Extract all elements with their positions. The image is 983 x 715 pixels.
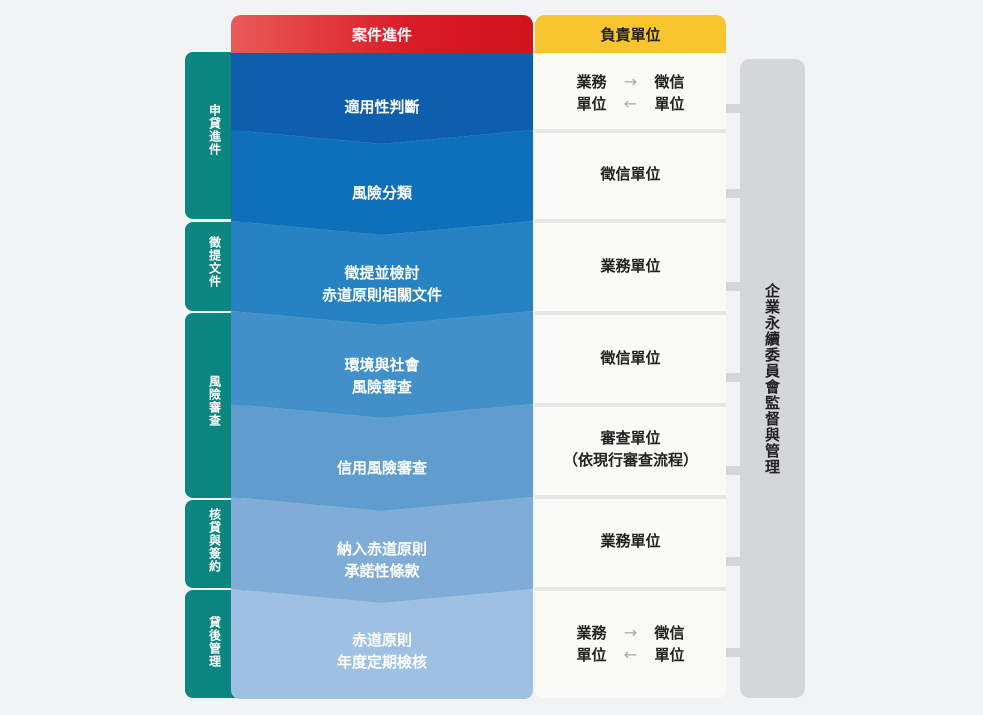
unit-text: 審查單位 (600, 429, 661, 447)
step-shape (231, 53, 533, 144)
connector (726, 104, 742, 113)
unit-text: 業務 (576, 73, 607, 91)
arrow-right-icon: → (623, 72, 638, 91)
committee-panel: 企業永續委員會監督與管理 (740, 59, 805, 698)
responsible-row-2: 徵信單位 (600, 165, 661, 183)
phase-label: 申貸進件 (207, 104, 222, 156)
connector (726, 189, 742, 198)
step-shape (231, 221, 533, 325)
responsible-row-5: 審查單位 （依現行審查流程） (535, 427, 726, 471)
connector (726, 648, 742, 657)
phase-label: 徵提文件 (207, 236, 222, 288)
arrow-left-icon: ← (623, 645, 638, 664)
arrow-right-icon: → (623, 623, 638, 642)
unit-text: 徵信 (654, 624, 685, 642)
step-env-social-review: 環境與社會 風險審查 (231, 354, 533, 398)
step-credit-review: 信用風險審查 (231, 457, 533, 479)
unit-text: 單位 (654, 646, 685, 664)
row-divider (535, 403, 726, 407)
step-documents: 徵提並檢討 赤道原則相關文件 (231, 262, 533, 306)
step-line: 信用風險審查 (336, 459, 427, 477)
step-line: 赤道原則相關文件 (321, 286, 442, 304)
process-header: 案件進件 (231, 15, 533, 53)
step-suitability: 適用性判斷 (231, 96, 533, 118)
step-line: 赤道原則 (351, 631, 412, 649)
row-divider (535, 587, 726, 591)
responsible-row-7: 業務 → 徵信 單位 ← 單位 (535, 622, 726, 666)
phase-label: 貸後管理 (207, 616, 222, 668)
connector (726, 557, 742, 566)
step-shape (231, 404, 533, 511)
step-line: 納入赤道原則 (336, 540, 427, 558)
step-risk-classification: 風險分類 (231, 182, 533, 204)
step-shape (231, 589, 533, 699)
step-shape (231, 130, 533, 235)
responsible-row-6: 業務單位 (600, 532, 661, 550)
committee-label: 企業永續委員會監督與管理 (763, 282, 781, 475)
unit-text: 單位 (654, 95, 685, 113)
step-shape (231, 311, 533, 418)
process-steps (231, 53, 533, 699)
step-covenants: 納入赤道原則 承諾性條款 (231, 538, 533, 582)
step-line: 徵提並檢討 (344, 264, 420, 282)
step-line: 適用性判斷 (344, 98, 420, 116)
responsible-row-3: 業務單位 (600, 257, 661, 275)
connector (726, 282, 742, 291)
step-line: 年度定期檢核 (336, 653, 427, 671)
unit-text: 徵信 (654, 73, 685, 91)
step-line: 承諾性條款 (344, 562, 420, 580)
row-divider (535, 219, 726, 223)
responsible-header: 負責單位 (535, 15, 726, 53)
step-line: 風險分類 (351, 184, 412, 202)
responsible-row-4: 徵信單位 (600, 349, 661, 367)
arrow-left-icon: ← (623, 94, 638, 113)
row-divider (535, 311, 726, 315)
row-divider (535, 129, 726, 133)
step-shape (231, 497, 533, 603)
step-line: 風險審查 (351, 378, 412, 396)
step-line: 環境與社會 (344, 356, 420, 374)
unit-text: （依現行審查流程） (562, 451, 698, 469)
unit-text: 業務 (576, 624, 607, 642)
connector (726, 466, 742, 475)
phase-label: 核貸與簽約 (207, 508, 222, 573)
responsible-column (535, 53, 726, 698)
phase-label: 風險審查 (207, 375, 222, 427)
unit-text: 單位 (576, 95, 607, 113)
responsible-row-1: 業務 → 徵信 單位 ← 單位 (535, 71, 726, 115)
step-annual-review: 赤道原則 年度定期檢核 (231, 629, 533, 673)
connector (726, 373, 742, 382)
unit-text: 單位 (576, 646, 607, 664)
row-divider (535, 495, 726, 499)
